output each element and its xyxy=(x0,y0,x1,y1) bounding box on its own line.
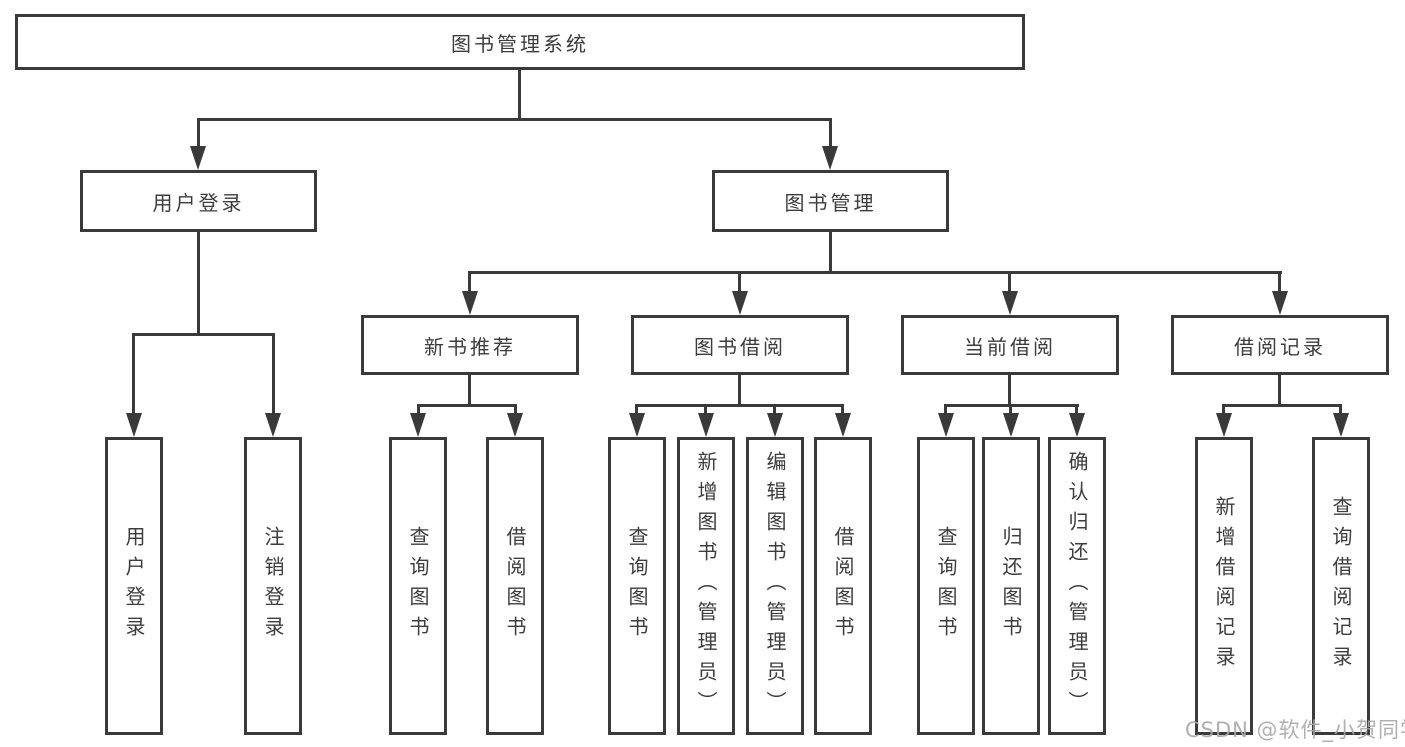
leaf-add-book-admin: 新增图书（管理员） xyxy=(677,437,735,735)
node-new-book-recommend-label: 新书推荐 xyxy=(424,334,516,359)
arrowhead-icon xyxy=(767,413,783,437)
connector-line xyxy=(518,70,521,120)
connector-line xyxy=(829,118,832,148)
connector-line xyxy=(829,232,832,273)
connector-line xyxy=(197,118,832,121)
csdn-watermark: CSDN @软件_小贺同学 xyxy=(1185,718,1405,742)
connector-line xyxy=(514,404,517,414)
leaf-add-borrow-record: 新增借阅记录 xyxy=(1195,437,1253,735)
leaf-logout: 注销登录 xyxy=(244,437,302,735)
node-book-management: 图书管理 xyxy=(712,170,949,232)
node-borrow-records-label: 借阅记录 xyxy=(1234,334,1326,359)
node-book-borrow: 图书借阅 xyxy=(631,315,849,375)
connector-line xyxy=(841,404,844,414)
arrowhead-icon xyxy=(1003,413,1019,437)
leaf-confirm-return-admin: 确认归还（管理员） xyxy=(1048,437,1106,735)
leaf-query-books-2: 查询图书 xyxy=(608,437,666,735)
connector-line xyxy=(1278,375,1281,406)
connector-line xyxy=(704,404,707,414)
connector-line xyxy=(944,404,947,414)
arrowhead-icon xyxy=(822,146,838,170)
connector-line xyxy=(417,404,517,407)
connector-line xyxy=(1278,271,1281,293)
leaf-query-books-2-label: 查询图书 xyxy=(625,526,649,646)
connector-line xyxy=(738,375,741,406)
arrowhead-icon xyxy=(1002,291,1018,315)
node-book-management-label: 图书管理 xyxy=(784,190,877,215)
connector-line xyxy=(1009,404,1012,414)
connector-line xyxy=(132,333,275,336)
node-current-borrow: 当前借阅 xyxy=(901,315,1119,375)
leaf-borrow-books-1: 借阅图书 xyxy=(486,437,544,735)
arrowhead-icon xyxy=(1333,413,1349,437)
leaf-query-books-3: 查询图书 xyxy=(917,437,975,735)
arrowhead-icon xyxy=(265,413,281,437)
arrowhead-icon xyxy=(507,413,523,437)
arrowhead-icon xyxy=(938,413,954,437)
leaf-borrow-books-2: 借阅图书 xyxy=(814,437,872,735)
connector-line xyxy=(132,333,135,413)
node-user-login-label: 用户登录 xyxy=(152,190,245,215)
connector-line xyxy=(635,404,638,414)
leaf-return-book-label: 归还图书 xyxy=(999,526,1023,646)
connector-line xyxy=(468,271,1282,274)
arrowhead-icon xyxy=(126,413,142,437)
arrowhead-icon xyxy=(190,146,206,170)
leaf-query-borrow-record-label: 查询借阅记录 xyxy=(1329,496,1353,676)
connector-line xyxy=(417,404,420,414)
node-root: 图书管理系统 xyxy=(15,14,1025,70)
node-user-login: 用户登录 xyxy=(80,170,317,232)
connector-line xyxy=(1222,404,1342,407)
arrowhead-icon xyxy=(1069,413,1085,437)
leaf-user-login-label: 用户登录 xyxy=(122,526,146,646)
leaf-confirm-return-admin-label: 确认归还（管理员） xyxy=(1065,451,1089,721)
node-current-borrow-label: 当前借阅 xyxy=(964,334,1056,359)
leaf-add-book-admin-label: 新增图书（管理员） xyxy=(694,451,718,721)
connector-line xyxy=(773,404,776,414)
leaf-user-login: 用户登录 xyxy=(105,437,163,735)
leaf-query-books-1-label: 查询图书 xyxy=(406,526,430,646)
leaf-edit-book-admin: 编辑图书（管理员） xyxy=(746,437,804,735)
node-borrow-records: 借阅记录 xyxy=(1171,315,1389,375)
leaf-query-books-3-label: 查询图书 xyxy=(934,526,958,646)
arrowhead-icon xyxy=(698,413,714,437)
leaf-return-book: 归还图书 xyxy=(982,437,1040,735)
connector-line xyxy=(1339,404,1342,414)
leaf-borrow-books-1-label: 借阅图书 xyxy=(503,526,527,646)
arrowhead-icon xyxy=(732,291,748,315)
connector-line xyxy=(468,271,471,293)
arrowhead-icon xyxy=(410,413,426,437)
connector-line xyxy=(1008,375,1011,406)
connector-line xyxy=(635,404,844,407)
connector-line xyxy=(197,118,200,148)
connector-line xyxy=(1222,404,1225,414)
arrowhead-icon xyxy=(629,413,645,437)
connector-line xyxy=(468,375,471,406)
arrowhead-icon xyxy=(1216,413,1232,437)
arrowhead-icon xyxy=(1272,291,1288,315)
leaf-logout-label: 注销登录 xyxy=(261,526,285,646)
node-new-book-recommend: 新书推荐 xyxy=(361,315,579,375)
connector-line xyxy=(1075,404,1078,414)
arrowhead-icon xyxy=(462,291,478,315)
connector-line xyxy=(1008,271,1011,293)
connector-line xyxy=(197,232,200,335)
arrowhead-icon xyxy=(835,413,851,437)
leaf-edit-book-admin-label: 编辑图书（管理员） xyxy=(763,451,787,721)
node-root-label: 图书管理系统 xyxy=(451,31,589,56)
leaf-borrow-books-2-label: 借阅图书 xyxy=(831,526,855,646)
leaf-query-books-1: 查询图书 xyxy=(389,437,447,735)
connector-line xyxy=(272,333,275,413)
connector-line xyxy=(738,271,741,293)
leaf-query-borrow-record: 查询借阅记录 xyxy=(1312,437,1370,735)
node-book-borrow-label: 图书借阅 xyxy=(694,334,786,359)
leaf-add-borrow-record-label: 新增借阅记录 xyxy=(1212,496,1236,676)
